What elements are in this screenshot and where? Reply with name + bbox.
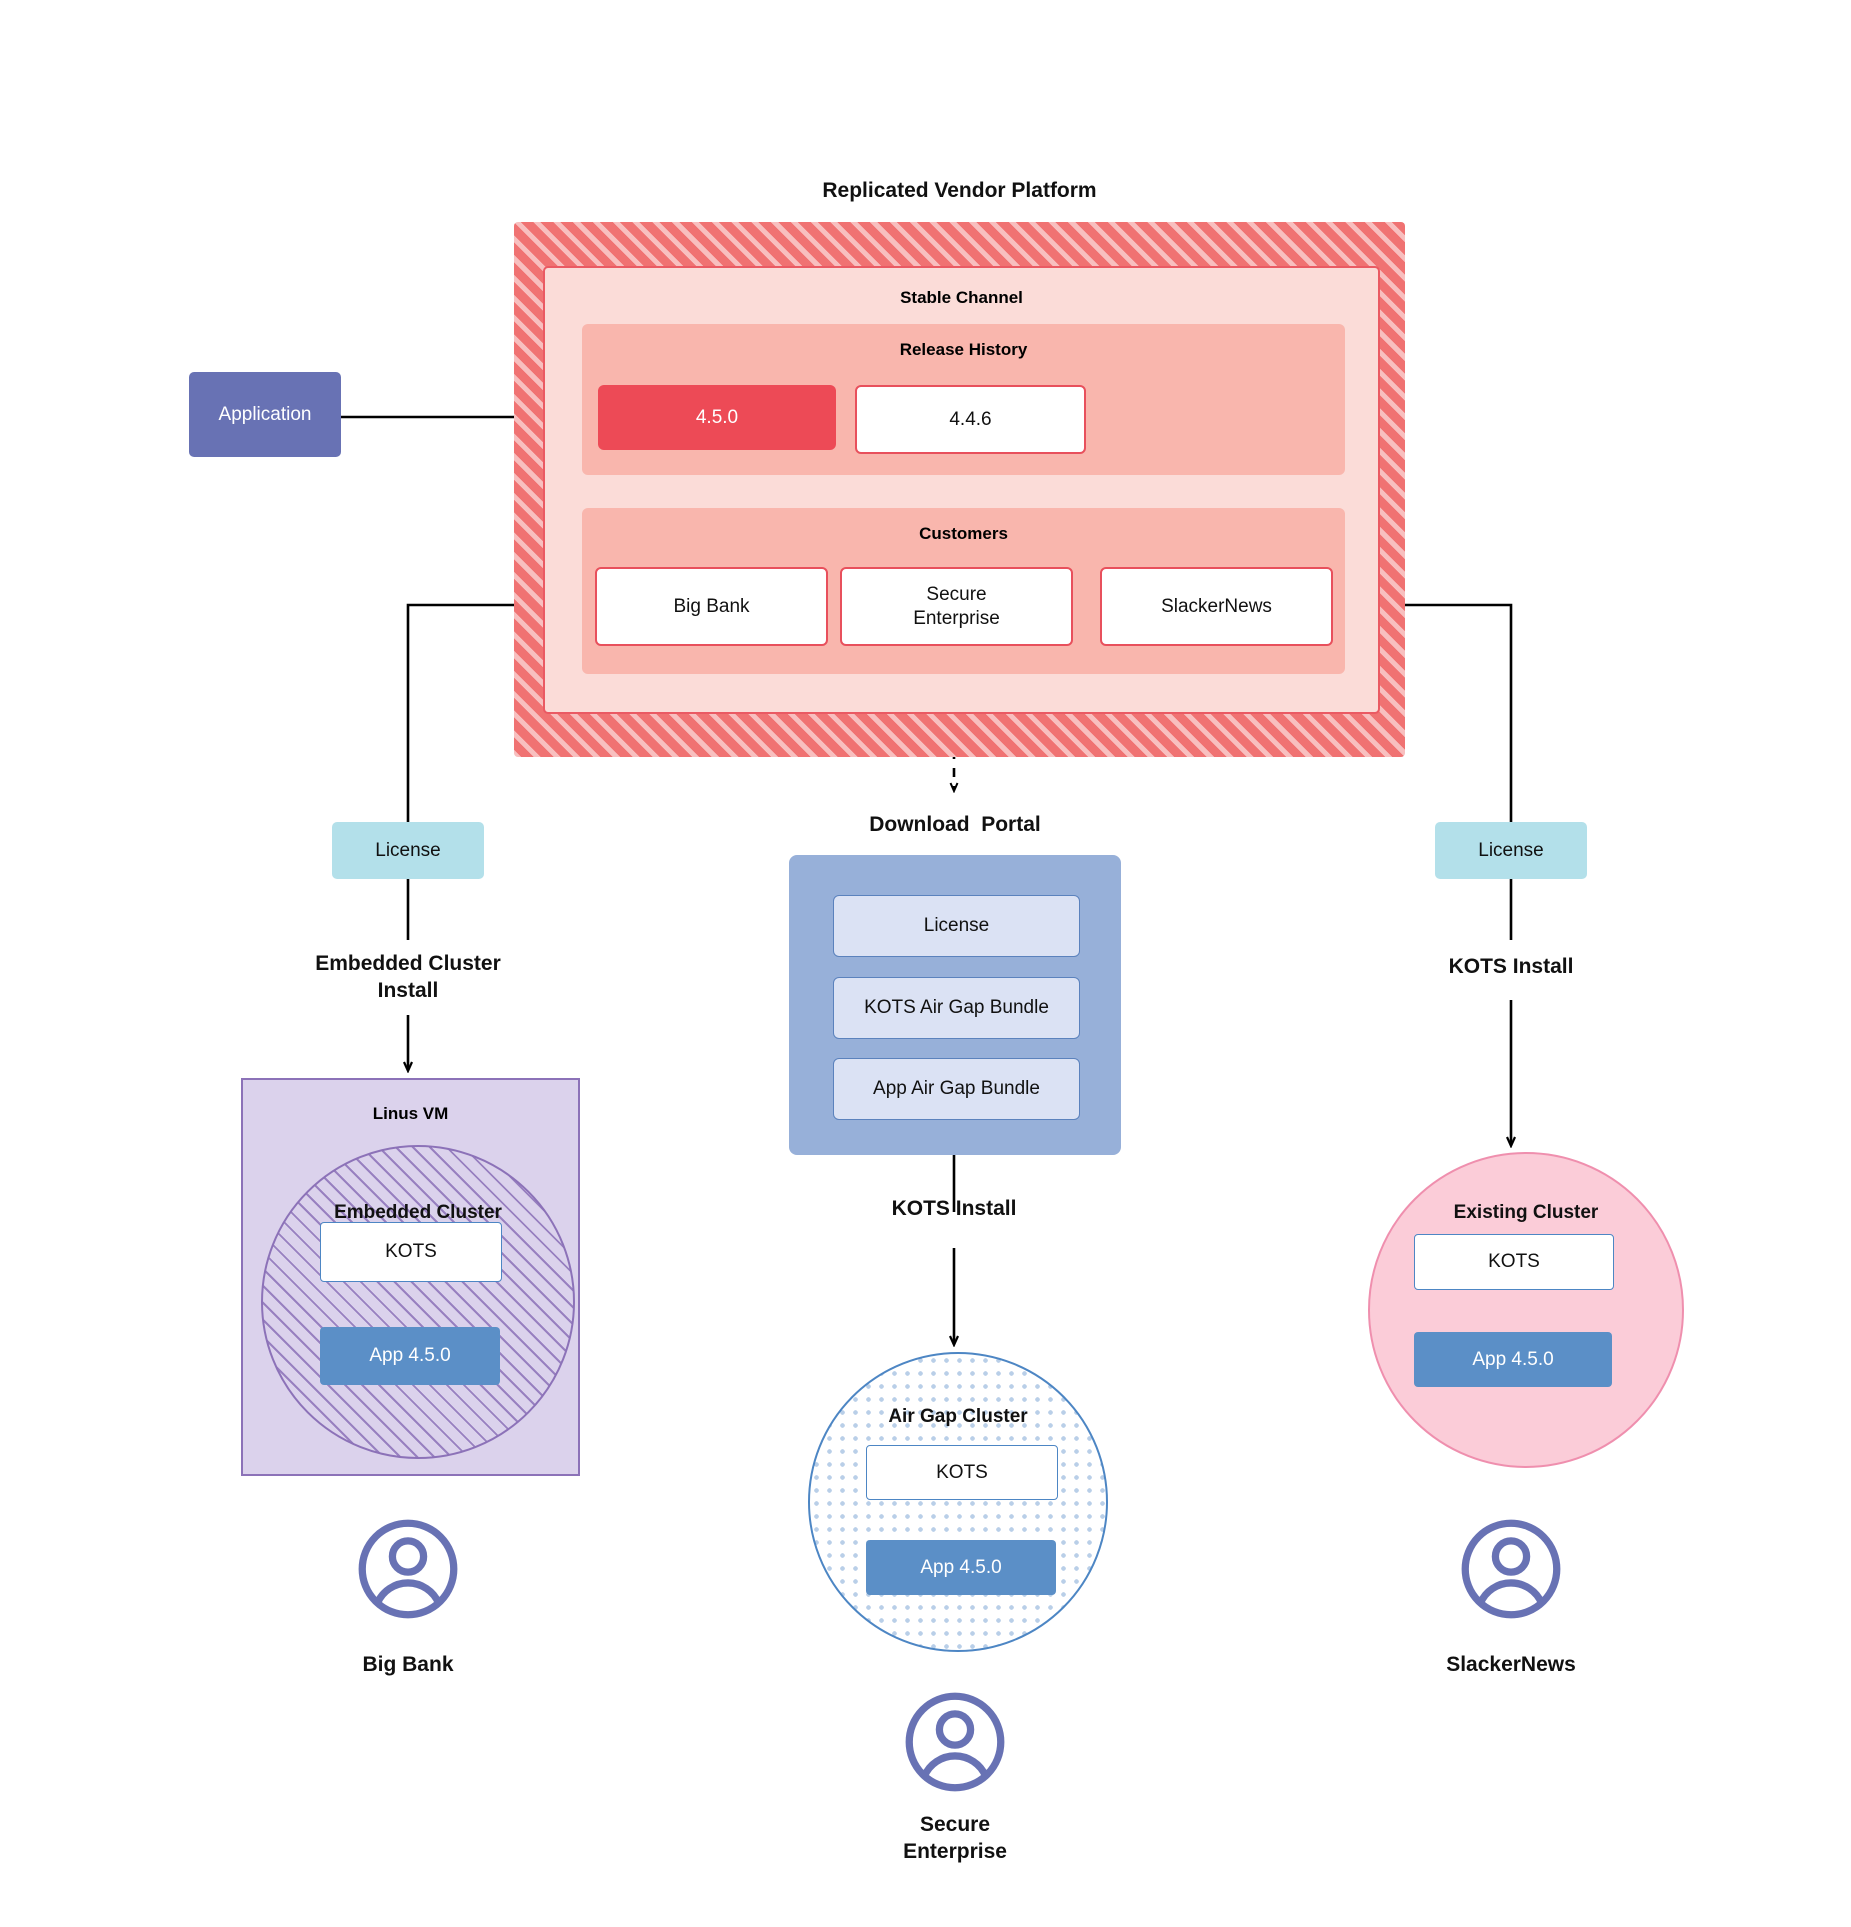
- persona-label-big-bank: Big Bank: [362, 1652, 454, 1676]
- customer-chip-secure-enterprise[interactable]: Secure Enterprise: [840, 567, 1073, 646]
- portal-item-app-air-gap-bundle[interactable]: App Air Gap Bundle: [833, 1058, 1080, 1120]
- air-gap-cluster-label: Air Gap Cluster: [888, 1406, 1028, 1427]
- persona-label-secure-enterprise: Secure Enterprise: [903, 1813, 1007, 1863]
- download-portal-title: Download Portal: [869, 813, 1041, 836]
- kots-chip-right[interactable]: KOTS: [1414, 1234, 1614, 1290]
- page-title: Replicated Vendor Platform: [822, 179, 1097, 202]
- app-chip-right[interactable]: App 4.5.0: [1414, 1332, 1612, 1387]
- install-label-left: Embedded Cluster Install: [315, 952, 501, 1002]
- customer-chip-slackernews[interactable]: SlackerNews: [1100, 567, 1333, 646]
- linus-vm-label: Linus VM: [372, 1104, 449, 1123]
- license-chip-left[interactable]: License: [332, 822, 484, 879]
- air-gap-cluster-container: Air Gap Cluster: [808, 1352, 1108, 1652]
- license-chip-right[interactable]: License: [1435, 822, 1587, 879]
- persona-label-slackernews: SlackerNews: [1446, 1652, 1576, 1676]
- kots-chip-left[interactable]: KOTS: [320, 1222, 502, 1282]
- person-icon: [1461, 1519, 1561, 1619]
- customers-title: Customers: [919, 524, 1008, 543]
- release-chip-current[interactable]: 4.5.0: [598, 385, 836, 450]
- person-icon: [905, 1692, 1005, 1792]
- customer-chip-big-bank[interactable]: Big Bank: [595, 567, 828, 646]
- install-label-center: KOTS Install: [891, 1196, 1017, 1220]
- embedded-cluster-container: Embedded Cluster: [261, 1145, 575, 1459]
- avatar-secure-enterprise: [903, 1690, 1007, 1794]
- person-icon: [358, 1519, 458, 1619]
- install-label-right: KOTS Install: [1448, 954, 1574, 978]
- portal-item-kots-air-gap-bundle[interactable]: KOTS Air Gap Bundle: [833, 977, 1080, 1039]
- download-portal-container: License KOTS Air Gap Bundle App Air Gap …: [789, 855, 1121, 1155]
- app-chip-center[interactable]: App 4.5.0: [866, 1540, 1056, 1595]
- stable-channel-title: Stable Channel: [900, 288, 1023, 307]
- app-chip-left[interactable]: App 4.5.0: [320, 1327, 500, 1385]
- portal-item-license[interactable]: License: [833, 895, 1080, 957]
- kots-chip-center[interactable]: KOTS: [866, 1445, 1058, 1500]
- release-chip-previous[interactable]: 4.4.6: [855, 385, 1086, 454]
- embedded-cluster-label: Embedded Cluster: [334, 1202, 502, 1223]
- avatar-slackernews: [1459, 1517, 1563, 1621]
- existing-cluster-label: Existing Cluster: [1453, 1202, 1599, 1223]
- existing-cluster-container: Existing Cluster: [1368, 1152, 1684, 1468]
- application-node[interactable]: Application: [189, 372, 341, 457]
- avatar-big-bank: [356, 1517, 460, 1621]
- release-history-title: Release History: [899, 340, 1028, 359]
